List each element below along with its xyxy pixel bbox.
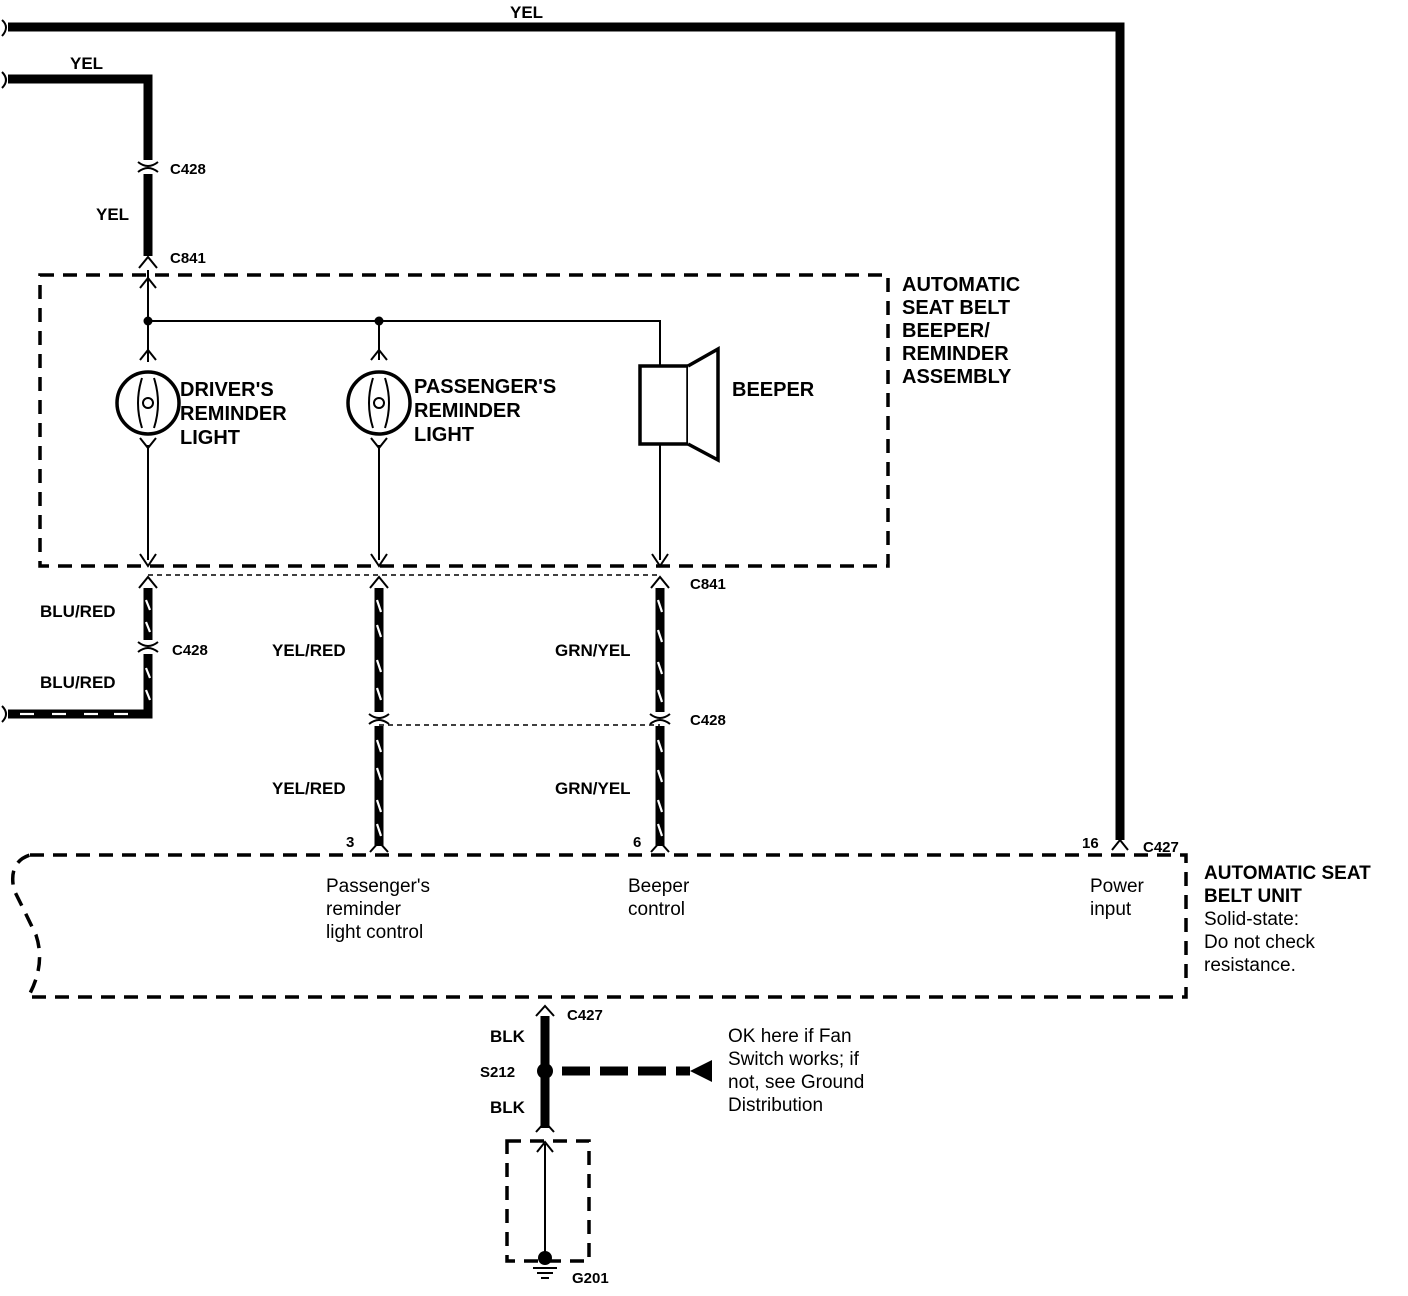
connector-c428-left: C428 <box>172 642 208 659</box>
pin-label-beeper: Beeper control <box>628 876 690 920</box>
svg-text:PASSENGER'S: PASSENGER'S <box>414 376 556 398</box>
connector-c428-top: C428 <box>170 161 206 178</box>
passengers-reminder-light-label: PASSENGER'S REMINDER LIGHT <box>414 376 556 446</box>
svg-text:control: control <box>628 899 685 920</box>
drivers-reminder-light-label: DRIVER'S REMINDER LIGHT <box>180 379 287 449</box>
seat-belt-unit-note: Solid-state: Do not check resistance. <box>1204 909 1315 976</box>
svg-text:DRIVER'S: DRIVER'S <box>180 379 274 401</box>
beeper-reminder-assembly-box <box>38 273 890 568</box>
assembly-title: AUTOMATIC SEAT BELT BEEPER/ REMINDER ASS… <box>902 274 1020 388</box>
wire-label-blu-red-upper: BLU/RED <box>40 602 116 621</box>
svg-text:BELT UNIT: BELT UNIT <box>1204 886 1302 907</box>
svg-text:LIGHT: LIGHT <box>180 427 240 449</box>
wire-label-blu-red-lower: BLU/RED <box>40 673 116 692</box>
pin-power: 16 <box>1082 835 1099 852</box>
svg-text:REMINDER: REMINDER <box>414 400 521 422</box>
wire-label-grn-yel-upper: GRN/YEL <box>555 641 631 660</box>
ground-g201: G201 <box>572 1270 609 1287</box>
svg-text:resistance.: resistance. <box>1204 955 1296 976</box>
svg-text:BEEPER/: BEEPER/ <box>902 320 990 342</box>
passengers-reminder-light-bulb <box>346 348 412 568</box>
beeper-speaker <box>638 345 720 568</box>
drivers-reminder-light-bulb <box>115 321 181 568</box>
connector-c841-bottom: C841 <box>690 576 726 593</box>
svg-text:Passenger's: Passenger's <box>326 876 430 897</box>
wire-label-c428-c841-yel: YEL <box>96 205 129 224</box>
wire-label-blk-lower: BLK <box>490 1098 526 1117</box>
connector-c841-top: C841 <box>170 250 206 267</box>
assembly-internal-bus <box>143 316 661 366</box>
wire-label-yel-red-lower: YEL/RED <box>272 779 346 798</box>
wire-label-top-yel: YEL <box>510 3 543 22</box>
seat-belt-unit-title: AUTOMATIC SEAT BELT UNIT <box>1204 863 1371 907</box>
svg-text:Beeper: Beeper <box>628 876 690 897</box>
svg-text:reminder: reminder <box>326 899 402 920</box>
connector-c428-right: C428 <box>690 712 726 729</box>
grn-yel-wire <box>649 575 671 853</box>
blk-ground-wire <box>535 1004 555 1133</box>
svg-text:SEAT BELT: SEAT BELT <box>902 297 1010 319</box>
svg-text:Solid-state:: Solid-state: <box>1204 909 1299 930</box>
ground-symbol-icon <box>533 1140 557 1279</box>
beeper-label: BEEPER <box>732 379 815 401</box>
yel-red-wire <box>368 575 390 853</box>
seat-belt-unit-box <box>11 853 1188 999</box>
svg-text:LIGHT: LIGHT <box>414 424 474 446</box>
svg-text:AUTOMATIC: AUTOMATIC <box>902 274 1020 296</box>
pin-beeper: 6 <box>633 834 641 851</box>
yel-power-wire <box>1 19 1129 851</box>
pin-label-passenger: Passenger's reminder light control <box>326 876 430 943</box>
wire-label-left-yel: YEL <box>70 54 103 73</box>
svg-text:Do not check: Do not check <box>1204 932 1315 953</box>
svg-text:ASSEMBLY: ASSEMBLY <box>902 366 1012 388</box>
pin-label-power: Power input <box>1090 876 1145 920</box>
blu-red-wire <box>1 575 159 723</box>
connector-c427-ground: C427 <box>567 1007 603 1024</box>
svg-text:Power: Power <box>1090 876 1145 897</box>
yel-feed-wire <box>1 71 159 320</box>
connector-c427-power: C427 <box>1143 839 1179 856</box>
wire-label-grn-yel-lower: GRN/YEL <box>555 779 631 798</box>
ground-enclosure-box <box>505 1139 591 1263</box>
pin-passenger: 3 <box>346 834 354 851</box>
svg-text:OK here if Fan: OK here if Fan <box>728 1026 852 1047</box>
svg-text:REMINDER: REMINDER <box>902 343 1009 365</box>
svg-text:not, see Ground: not, see Ground <box>728 1072 864 1093</box>
splice-s212: S212 <box>480 1064 515 1081</box>
wire-label-yel-red-upper: YEL/RED <box>272 641 346 660</box>
svg-text:Distribution: Distribution <box>728 1095 823 1116</box>
svg-text:light control: light control <box>326 922 423 943</box>
ground-reference-arrow <box>562 1060 712 1082</box>
svg-text:REMINDER: REMINDER <box>180 403 287 425</box>
svg-text:Switch works; if: Switch works; if <box>728 1049 860 1070</box>
ground-note: OK here if Fan Switch works; if not, see… <box>728 1026 864 1116</box>
wire-label-blk-upper: BLK <box>490 1027 526 1046</box>
svg-text:input: input <box>1090 899 1132 920</box>
svg-text:AUTOMATIC SEAT: AUTOMATIC SEAT <box>1204 863 1371 884</box>
